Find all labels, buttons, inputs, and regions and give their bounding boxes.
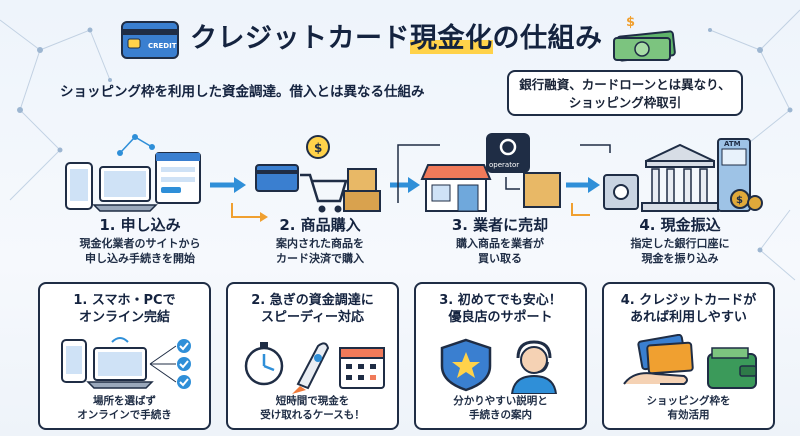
feature-card-support: 3. 初めてでも安心！優良店のサポート 分かりやすい説明と手続きの案内 [414, 282, 587, 430]
feature-card-online: 1. スマホ・PCでオンライン完結 場所を選ばずオンラインで手続き [38, 282, 211, 430]
cash-icon: $ [613, 15, 676, 62]
step-description: 購入商品を業者が買い取る [456, 237, 544, 265]
note-line: 銀行融資、カードローンとは異なり、 [519, 77, 731, 92]
step-description: 案内された商品をカード決済で購入 [276, 237, 364, 265]
note-box: 銀行融資、カードローンとは異なり、 ショッピング枠取引 [507, 70, 743, 116]
svg-text:$: $ [736, 195, 743, 206]
stopwatch-rocket-calendar-icon [244, 342, 385, 394]
svg-text:$: $ [626, 15, 635, 30]
box-icon [523, 172, 561, 208]
title-banner: CREDIT クレジットカード現金化の仕組み $ [120, 8, 680, 64]
svg-text:CREDIT: CREDIT [148, 42, 177, 50]
subtitle: ショッピング枠を利用した資金調達。借入とは異なる仕組み [60, 84, 425, 100]
bank-icon: ATM $ [603, 138, 763, 212]
arrow-right-icon [408, 177, 420, 193]
card-title: 4. クレジットカードがあれば利用しやすい [620, 293, 757, 325]
title-highlight: 現金化 [410, 23, 493, 54]
card-description: 短時間で現金を受け取れるケースも！ [260, 395, 365, 421]
card-title: 2. 急ぎの資金調達にスピーディー対応 [251, 293, 374, 325]
svg-text:operator: operator [489, 161, 519, 169]
note-line: ショッピング枠取引 [568, 95, 682, 110]
feature-card-speedy: 2. 急ぎの資金調達にスピーディー対応 短時間で現金を受け取れるケースも！ [226, 282, 399, 430]
step-title: 4. 現金振込 [639, 216, 721, 234]
svg-text:ATM: ATM [724, 140, 741, 148]
devices-icon [65, 134, 201, 212]
card-description: 分かりやすい説明と手続きの案内 [453, 395, 548, 421]
phone-laptop-icon [61, 337, 191, 389]
svg-text:$: $ [314, 141, 322, 155]
arrow-right-icon [588, 177, 600, 193]
shield-support-icon [440, 338, 558, 394]
arrow-right-icon [234, 177, 246, 193]
step-description: 現金化業者のサイトから申し込み手続きを開始 [79, 237, 201, 265]
shopping-cart-icon: $ [255, 135, 381, 213]
card-description: 場所を選ばずオンラインで手続き [77, 395, 172, 421]
hand-card-wallet-icon [623, 334, 757, 389]
card-title: 1. スマホ・PCでオンライン完結 [73, 293, 176, 325]
credit-card-icon: CREDIT [121, 21, 179, 59]
step-title: 3. 業者に売却 [451, 216, 549, 234]
flow-diagram: $ operator ATM $ [65, 133, 763, 222]
card-description: ショッピング枠を有効活用 [646, 395, 731, 421]
step-title: 2. 商品購入 [279, 216, 361, 234]
step-title: 1. 申し込み [99, 216, 181, 234]
step-description: 指定した銀行口座に現金を振り込み [630, 237, 730, 265]
card-title: 3. 初めてでも安心！優良店のサポート [439, 293, 562, 325]
shop-icon [420, 164, 492, 212]
operator-logo-icon: operator [486, 133, 530, 173]
page-title: クレジットカード現金化の仕組み [190, 23, 603, 54]
feature-card-credit: 4. クレジットカードがあれば利用しやすい ショッピング枠を有効活用 [602, 282, 775, 430]
